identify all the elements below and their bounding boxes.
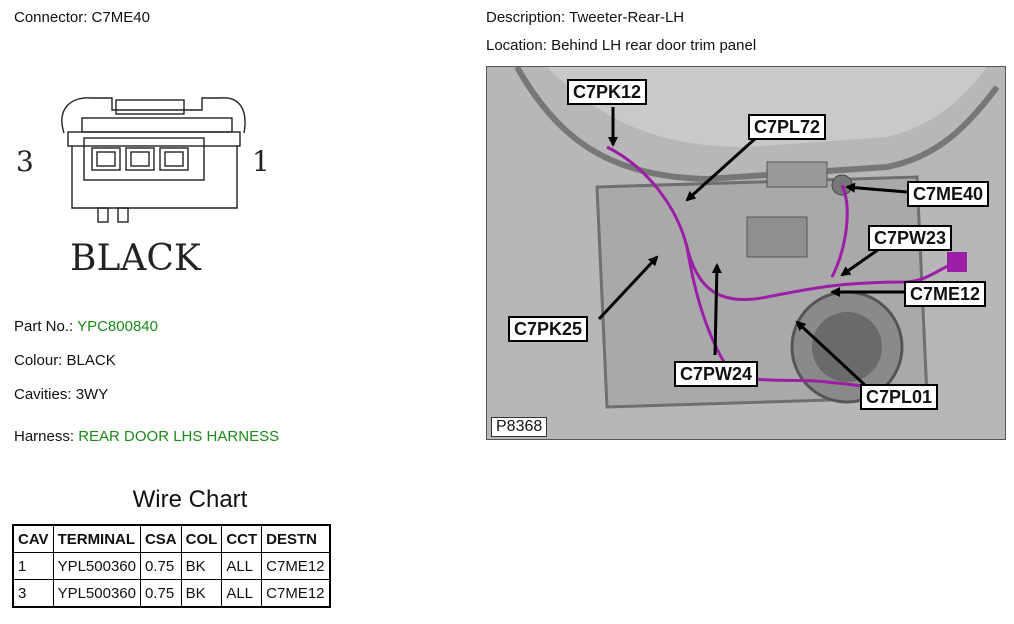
cavities-value: 3WY [75, 386, 109, 403]
cavities-label: Cavities: [14, 386, 72, 403]
window-motor [746, 216, 808, 258]
door-handle [766, 161, 828, 188]
cell-cav: 1 [12, 552, 54, 580]
cell-terminal: YPL500360 [52, 552, 141, 580]
connector-foot-left [97, 207, 109, 223]
description-line: Description: Tweeter-Rear-LH [486, 9, 684, 26]
harness-label: Harness: [14, 428, 75, 445]
cell-cav: 3 [12, 579, 54, 608]
connector-foot-right [117, 207, 129, 223]
arrow-c7pl01 [795, 320, 869, 389]
location-line: Location: Behind LH rear door trim panel [486, 37, 756, 54]
part-no-label: Part No.: [14, 318, 74, 335]
door-harness-photo: C7PK12 C7PL72 C7ME40 C7PW23 C7ME12 C7PK2… [486, 66, 1006, 440]
arrow-c7pw23 [840, 245, 883, 277]
cell-cct: ALL [221, 552, 263, 580]
connector-diagram: 3 1 BLACK [16, 97, 270, 279]
connector-latch-outline [61, 97, 246, 134]
wire-chart-table: CAV TERMINAL CSA COL CCT DESTN 1 YPL5003… [12, 524, 331, 608]
cavity-3 [91, 147, 121, 171]
table-row: 1 YPL500360 0.75 BK ALL C7ME12 [12, 552, 330, 580]
cell-col: BK [180, 552, 223, 580]
cell-csa: 0.75 [139, 552, 182, 580]
cell-col: BK [180, 579, 223, 608]
connector-colour-text: BLACK [70, 238, 202, 279]
location-value: Behind LH rear door trim panel [551, 37, 757, 54]
colour-label: Colour: [14, 352, 63, 369]
harness-value: REAR DOOR LHS HARNESS [78, 428, 280, 445]
description-label: Description: [486, 9, 566, 26]
arrow-c7me40 [845, 182, 908, 194]
colour-value: BLACK [66, 352, 116, 369]
arrow-c7pw24 [711, 263, 722, 356]
cavity-2 [125, 147, 155, 171]
connector-value: C7ME40 [91, 9, 150, 26]
cell-csa: 0.75 [139, 579, 182, 608]
harness-line: Harness: REAR DOOR LHS HARNESS [14, 428, 279, 445]
callout-c7pw24: C7PW24 [674, 361, 759, 387]
connector-top-tab [115, 99, 185, 115]
cell-destn: C7ME12 [261, 579, 330, 608]
callout-c7me12: C7ME12 [904, 281, 987, 307]
callout-c7pw23: C7PW23 [868, 225, 953, 251]
cavities-line: Cavities: 3WY [14, 386, 108, 403]
part-no-value: YPC800840 [77, 318, 158, 335]
cell-destn: C7ME12 [261, 552, 330, 580]
connector-lock-bar [81, 117, 233, 133]
header-col: COL [180, 524, 223, 553]
connector-ledge [67, 131, 241, 147]
header-destn: DESTN [261, 524, 330, 553]
harness-tweeter-lead [830, 184, 849, 278]
cell-terminal: YPL500360 [52, 579, 141, 608]
cell-cct: ALL [221, 579, 263, 608]
callout-c7pk12: C7PK12 [567, 79, 648, 105]
speaker-cone [812, 312, 882, 382]
header-cav: CAV [12, 524, 54, 553]
table-row: 3 YPL500360 0.75 BK ALL C7ME12 [12, 579, 330, 608]
header-cct: CCT [221, 524, 263, 553]
header-csa: CSA [139, 524, 182, 553]
wire-chart-title: Wire Chart [132, 486, 248, 513]
door-illustration [487, 67, 1005, 439]
description-value: Tweeter-Rear-LH [569, 9, 685, 26]
wire-chart-header-row: CAV TERMINAL CSA COL CCT DESTN [12, 524, 330, 553]
arrow-c7pl72 [685, 135, 759, 202]
cavity-1 [159, 147, 189, 171]
location-label: Location: [486, 37, 547, 54]
connector-line: Connector: C7ME40 [14, 9, 150, 26]
colour-line: Colour: BLACK [14, 352, 116, 369]
window-frame [514, 67, 1000, 183]
pin-3-label: 3 [16, 145, 34, 178]
connector-body [71, 146, 238, 209]
header-terminal: TERMINAL [52, 524, 141, 553]
callout-c7me40: C7ME40 [907, 181, 990, 207]
pin-1-label: 1 [252, 145, 270, 178]
arrow-c7pk25 [597, 255, 659, 321]
part-no-line: Part No.: YPC800840 [14, 318, 158, 335]
callout-c7pl01: C7PL01 [860, 384, 939, 410]
connector-label: Connector: [14, 9, 88, 26]
cavity-housing [83, 137, 205, 181]
callout-c7pk25: C7PK25 [508, 316, 589, 342]
harness-connector-lump [947, 252, 967, 272]
figure-id: P8368 [491, 417, 548, 437]
callout-c7pl72: C7PL72 [748, 114, 827, 140]
